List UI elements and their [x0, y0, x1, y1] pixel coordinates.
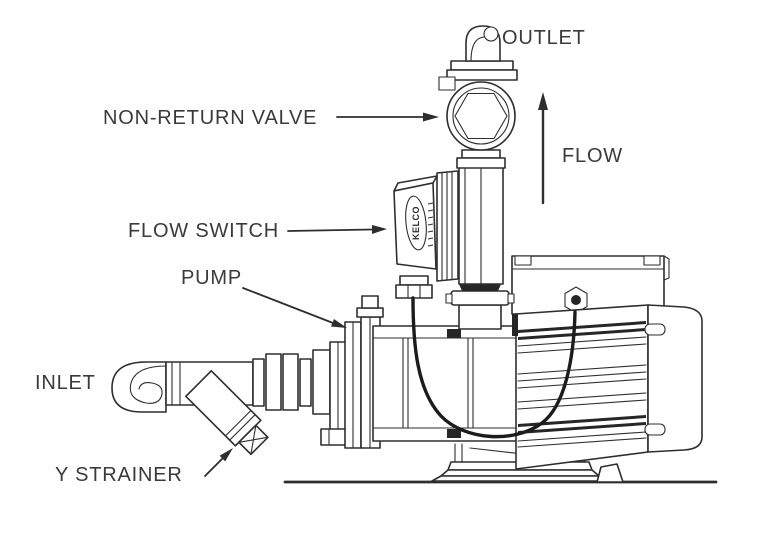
non-return-valve-label: NON-RETURN VALVE	[103, 107, 317, 129]
pipe-union-band	[282, 353, 299, 411]
plug-neck	[356, 307, 384, 318]
discharge-port	[458, 304, 502, 330]
y-strainer-fitting	[185, 370, 269, 456]
motor-end-cap	[647, 304, 703, 453]
leader-lines	[204, 112, 439, 477]
labels: OUTLET NON-RETURN VALVE FLOW SWITCH PUMP…	[35, 27, 623, 486]
y-strainer-leader	[204, 456, 225, 477]
drain-plug	[320, 428, 347, 446]
terminal-box	[511, 255, 665, 315]
pipe-collar	[312, 349, 331, 415]
outlet-label: OUTLET	[502, 27, 586, 49]
pipe-union-band	[265, 353, 282, 411]
fine-print-marks	[427, 202, 434, 247]
inlet-label: INLET	[35, 372, 96, 394]
flow-switch-label: FLOW SWITCH	[128, 220, 279, 242]
pump-leader	[242, 287, 334, 324]
y-strainer-label: Y STRAINER	[55, 464, 183, 486]
brand-oval	[405, 195, 427, 251]
discharge-assembly	[438, 25, 518, 330]
flow-switch-leader	[287, 228, 373, 232]
cable-gland	[399, 275, 429, 286]
valve-hex-nut	[454, 92, 508, 140]
brand-text: KELCO	[411, 206, 421, 240]
motor	[511, 255, 703, 483]
pipe-union-band	[299, 358, 312, 407]
priming-plug	[361, 295, 379, 309]
outlet-pipe	[465, 25, 501, 62]
flow-label: FLOW	[562, 145, 623, 167]
power-cable	[411, 296, 577, 439]
pipe-union-band	[252, 358, 265, 407]
flow-switch-device: KELCO	[393, 170, 459, 299]
pump-label: PUMP	[181, 267, 242, 289]
valve-tab	[438, 76, 456, 91]
union-ring	[450, 290, 510, 306]
non-return-valve-body	[438, 60, 518, 151]
inlet-curl-detail	[129, 365, 167, 404]
flow-arrow	[538, 92, 548, 205]
motor-foot	[596, 463, 624, 483]
